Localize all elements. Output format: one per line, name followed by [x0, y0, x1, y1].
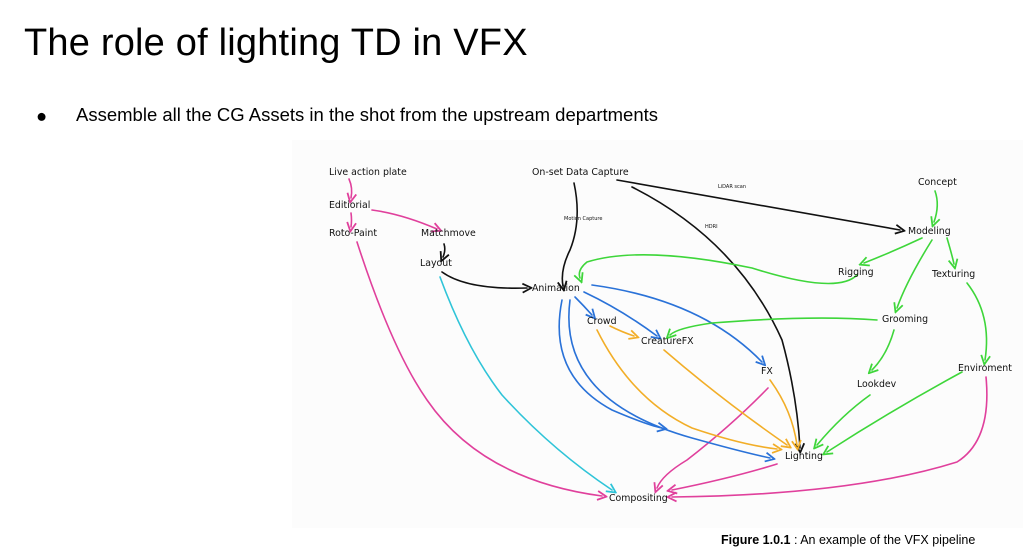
node-lighting: Lighting — [785, 451, 823, 462]
edge-capture-modeling — [616, 179, 900, 230]
node-compositing: Compositing — [609, 493, 668, 504]
edge-plate-editorial — [349, 178, 352, 198]
edge-modeling-grooming — [897, 239, 933, 308]
edge-texturing-environment — [966, 282, 987, 360]
slide-title: The role of lighting TD in VFX — [24, 22, 528, 64]
edge-crowd-lighting — [596, 329, 777, 449]
edge-animation-compositing-arc — [558, 299, 662, 428]
figure-caption: Figure 1.0.1 : An example of the VFX pip… — [721, 533, 975, 547]
node-animation: Animation — [532, 283, 580, 294]
node-texturing: Texturing — [932, 269, 976, 280]
node-live-action-plate: Live action plate — [329, 167, 407, 178]
edge-layout-compositing — [439, 276, 612, 490]
node-concept: Concept — [918, 177, 957, 188]
edge-environment-compositing — [672, 376, 988, 497]
node-layout: Layout — [420, 258, 452, 269]
pipeline-edges — [292, 178, 1023, 528]
edge-fx-compositing — [657, 387, 769, 488]
edge-lookdev-lighting — [817, 394, 871, 445]
node-roto-paint: Roto-Paint — [329, 228, 377, 239]
edge-modeling-texturing — [946, 237, 954, 264]
edge-grooming-creaturefx — [670, 317, 878, 335]
bullet-text: Assemble all the CG Assets in the shot f… — [76, 104, 658, 125]
edge-capture-animation — [562, 182, 578, 286]
node-lookdev: Lookdev — [857, 379, 897, 390]
edge-creaturefx-lighting — [663, 349, 787, 445]
edge-crowd-creaturefx — [609, 325, 634, 336]
edge-roto-compositing — [356, 241, 602, 496]
edge-lighting-compositing — [672, 463, 778, 490]
edge-animation-fx — [591, 284, 762, 362]
edge-animation-crowd — [574, 296, 592, 315]
edge-grooming-lookdev — [872, 329, 895, 370]
node-rigging: Rigging — [838, 267, 874, 278]
node-editorial: Editiorial — [329, 200, 371, 211]
edge-layout-animation — [441, 271, 527, 288]
edge-label-lidar: LiDAR scan — [718, 184, 747, 190]
edge-modeling-rigging — [864, 237, 923, 263]
edge-animation-creaturefx — [583, 291, 657, 336]
node-modeling: Modeling — [908, 226, 951, 237]
edge-concept-modeling — [934, 190, 937, 222]
node-crowd: Crowd — [587, 316, 617, 327]
node-fx: FX — [761, 366, 773, 377]
bullet-dot-icon: ● — [36, 105, 48, 126]
vfx-pipeline-figure: Live action plate Editiorial Roto-Paint … — [292, 140, 1023, 528]
edge-editorial-roto — [351, 212, 352, 227]
node-environment: Enviroment — [958, 363, 1012, 374]
edge-capture-lighting — [631, 186, 800, 448]
node-creaturefx: CreatureFX — [641, 336, 694, 347]
edge-label-motion-capture: Motion Capture — [564, 216, 603, 222]
edge-label-hdri: HDRI — [705, 224, 718, 230]
node-onset-capture: On-set Data Capture — [532, 167, 629, 178]
node-grooming: Grooming — [882, 314, 929, 325]
edge-fx-lighting — [769, 379, 797, 445]
edge-animation-lighting — [568, 299, 770, 458]
caption-label: Figure 1.0.1 — [721, 533, 791, 547]
node-matchmove: Matchmove — [421, 228, 476, 239]
edge-matchmove-layout — [443, 243, 445, 257]
edge-environment-lighting — [827, 371, 963, 452]
caption-text: : An example of the VFX pipeline — [790, 533, 976, 547]
edge-editorial-matchmove — [371, 209, 437, 229]
edge-rigging-animation — [579, 254, 858, 285]
